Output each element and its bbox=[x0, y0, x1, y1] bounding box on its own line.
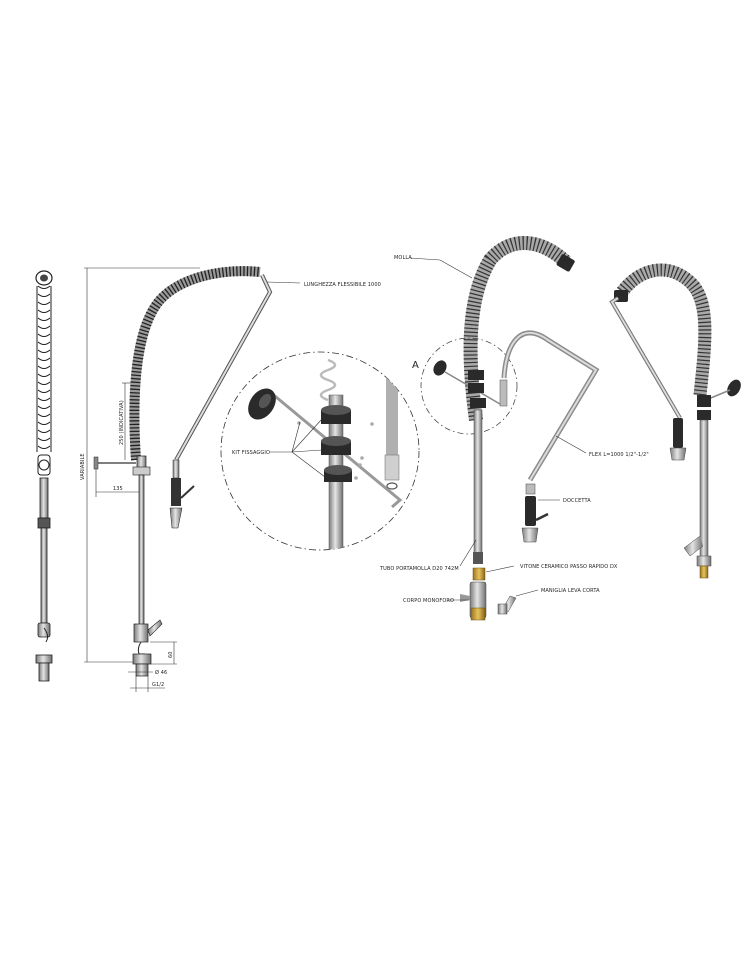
label-fixing-kit: KIT FISSAGGIO bbox=[232, 450, 270, 456]
label-dim-phi46: Ø 46 bbox=[155, 669, 167, 676]
label-short-lever: MANIGLIA LEVA CORTA bbox=[541, 588, 600, 594]
label-dim-135: 135 bbox=[113, 486, 123, 492]
label-shower: DOCCETTA bbox=[563, 498, 591, 504]
front-view-drawing: VARIABILE 250 (INDICATIVA) 135 bbox=[80, 266, 381, 692]
side-view-drawing bbox=[35, 270, 53, 682]
label-dim-g12: G1/2 bbox=[152, 682, 164, 688]
label-detail-a: A bbox=[412, 360, 419, 371]
label-variable: VARIABILE bbox=[80, 453, 86, 480]
assembled-view-drawing bbox=[609, 263, 741, 579]
label-single-hole-body: CORPO MONOFORO bbox=[403, 598, 454, 604]
label-spring-tube: TUBO PORTAMOLLA D20 742M bbox=[379, 566, 459, 572]
fixing-kit-detail: KIT FISSAGGIO bbox=[220, 351, 420, 551]
label-height-indicative: 250 (INDICATIVA) bbox=[119, 400, 125, 445]
label-flex: FLEX L=1000 1/2"-1/2" bbox=[589, 452, 649, 458]
exploded-view-drawing: MOLLA A FLEX L=1000 1/2"-1/2" DOCCETTA T… bbox=[379, 236, 649, 621]
label-spring: MOLLA bbox=[394, 255, 412, 261]
label-dim-60: 60 bbox=[168, 651, 174, 658]
label-ceramic-valve: VITONE CERAMICO PASSO RAPIDO DX bbox=[520, 564, 618, 570]
front-spring bbox=[129, 266, 261, 461]
label-flexible-length: LUNGHEZZA FLESSIBILE 1000 bbox=[304, 282, 381, 288]
